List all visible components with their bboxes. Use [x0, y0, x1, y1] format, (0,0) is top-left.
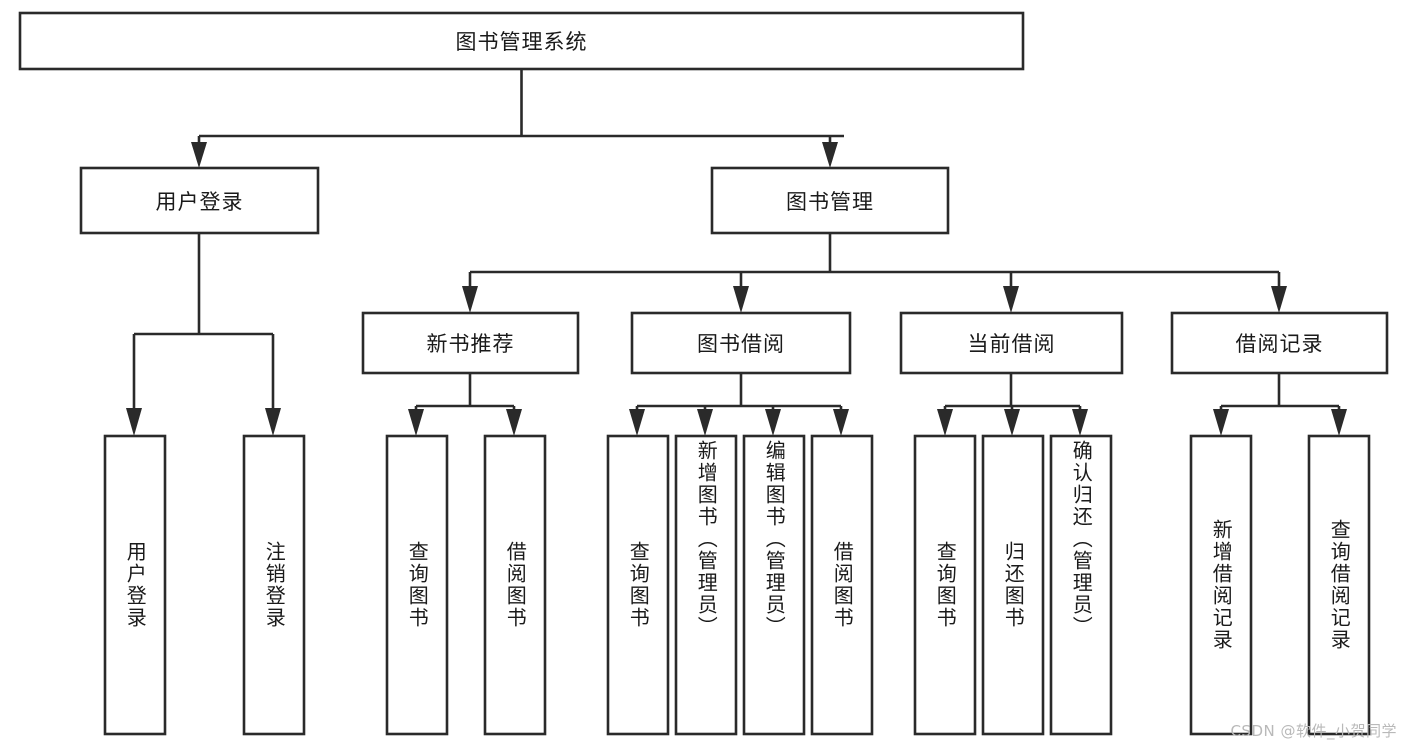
- node-box-current-borrow[interactable]: [899, 311, 1124, 375]
- arrow-head-leaf-query-book-1: [408, 409, 424, 436]
- node-box-new-book-rec[interactable]: [361, 311, 580, 375]
- watermark-label: CSDN @软件_小贺同学: [1230, 722, 1397, 740]
- node-box-leaf-edit-book[interactable]: [742, 434, 806, 736]
- connector-group-current-borrow: [937, 373, 1088, 436]
- arrow-head-leaf-user-login: [126, 408, 142, 436]
- arrow-head-borrow-record: [1271, 286, 1287, 313]
- node-box-leaf-borrow-book-1[interactable]: [483, 434, 547, 736]
- connector-group-borrow-record: [1213, 373, 1347, 436]
- node-box-leaf-add-record[interactable]: [1189, 434, 1253, 736]
- arrow-head-user-login: [191, 142, 207, 168]
- node-box-book-manage[interactable]: [710, 166, 950, 235]
- arrow-head-book-manage: [822, 142, 838, 168]
- arrow-head-leaf-query-record: [1331, 409, 1347, 436]
- arrow-head-leaf-query-book-2: [629, 409, 645, 436]
- arrow-head-new-book-rec: [462, 286, 478, 313]
- node-box-leaf-user-login[interactable]: [103, 434, 167, 736]
- node-box-leaf-query-record[interactable]: [1307, 434, 1371, 736]
- arrow-head-leaf-return-book: [1004, 409, 1020, 436]
- node-box-leaf-query-book-2[interactable]: [606, 434, 670, 736]
- arrow-head-leaf-add-book: [697, 409, 713, 436]
- connector-group-book-manage: [462, 233, 1287, 313]
- node-box-leaf-query-book-3[interactable]: [913, 434, 977, 736]
- connector-group-root: [191, 69, 844, 168]
- connector-group-book-borrow: [629, 373, 849, 436]
- arrow-head-current-borrow: [1003, 286, 1019, 313]
- node-box-leaf-add-book[interactable]: [674, 434, 738, 736]
- arrow-head-leaf-edit-book: [765, 409, 781, 436]
- arrow-head-book-borrow: [733, 286, 749, 313]
- arrow-head-leaf-borrow-book-2: [833, 409, 849, 436]
- node-box-leaf-query-book-1[interactable]: [385, 434, 449, 736]
- arrow-head-leaf-query-book-3: [937, 409, 953, 436]
- node-box-book-borrow[interactable]: [630, 311, 852, 375]
- arrow-head-leaf-borrow-book-1: [506, 409, 522, 436]
- arrow-head-leaf-add-record: [1213, 409, 1229, 436]
- node-box-root[interactable]: [18, 11, 1025, 71]
- arrow-head-leaf-user-logout: [265, 408, 281, 436]
- node-box-leaf-return-book[interactable]: [981, 434, 1045, 736]
- node-box-leaf-user-logout[interactable]: [242, 434, 306, 736]
- node-box-leaf-borrow-book-2[interactable]: [810, 434, 874, 736]
- node-box-leaf-confirm-return[interactable]: [1049, 434, 1113, 736]
- node-box-user-login[interactable]: [79, 166, 320, 235]
- connector-group-new-book-rec: [408, 373, 522, 436]
- arrow-head-leaf-confirm-return: [1072, 409, 1088, 436]
- connector-group-user-login: [126, 233, 281, 436]
- node-box-borrow-record[interactable]: [1170, 311, 1389, 375]
